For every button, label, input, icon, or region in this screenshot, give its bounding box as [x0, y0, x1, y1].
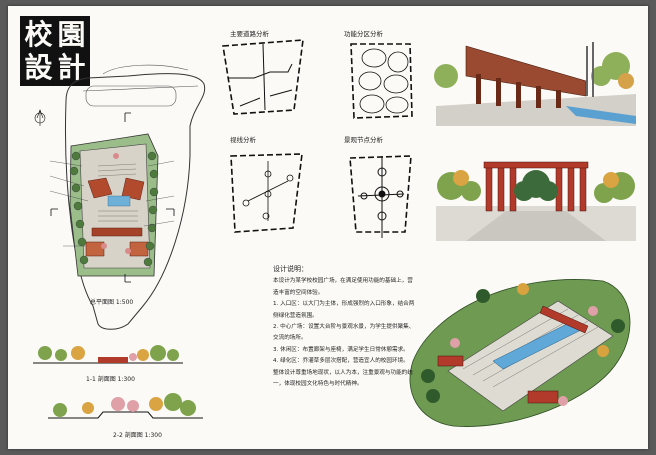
title-char-4: 計: [57, 51, 86, 84]
title-char-1: 校: [24, 18, 53, 51]
nodes-diagram-label: 景观节点分析: [344, 136, 383, 144]
traffic-diagram-label: 主要道路分析: [230, 30, 269, 38]
notes-paragraph: 4. 绿化区：乔灌草多层次搭配，营造宜人的校园环境。: [273, 358, 409, 365]
analysis-diagrams: [222, 39, 413, 238]
notes-paragraph: 本设计为某学校校园广场，在满足使用功能的基础上，营造丰富的空间体验。: [273, 278, 413, 296]
section-2-label: 2-2 剖面图 1:300: [113, 432, 162, 439]
design-notes: 设计说明： 本设计为某学校校园广场，在满足使用功能的基础上，营造丰富的空间体验。…: [273, 264, 418, 390]
notes-paragraph: 3. 休闲区：布置廊架与座椅，满足学生日常休憩需求。: [273, 346, 409, 353]
design-sheet: 校 園 設 計: [8, 6, 648, 449]
section-2: [48, 393, 203, 419]
zones-diagram-label: 功能分区分析: [344, 30, 383, 38]
section-1: [33, 345, 183, 364]
plan-scale-label: 总平面图 1:500: [90, 299, 134, 306]
notes-paragraph: 1. 入口区：以大门为主体，形成强烈的入口形象，结合两侧绿化营造氛围。: [273, 301, 415, 319]
view-diagram-label: 视线分析: [230, 136, 256, 144]
notes-paragraph: 整体设计尊重场地现状，以人为本，注重景观与功能的统一，体现校园文化特色与时代精神…: [273, 369, 413, 388]
section-1-label: 1-1 剖面图 1:300: [86, 376, 135, 383]
title-char-2: 園: [57, 18, 86, 51]
title-char-3: 設: [24, 51, 53, 84]
notes-paragraph: 2. 中心广场：设置大台阶与景观水景，为学生提供聚集、交流的场所。: [273, 324, 415, 342]
title-block: 校 園 設 計: [20, 16, 90, 86]
entrance-gate-perspective: [434, 36, 636, 126]
notes-heading: 设计说明：: [273, 265, 308, 273]
aerial-perspective: [409, 279, 631, 427]
main-gate-perspective: [436, 136, 636, 241]
master-plan: [34, 64, 206, 330]
